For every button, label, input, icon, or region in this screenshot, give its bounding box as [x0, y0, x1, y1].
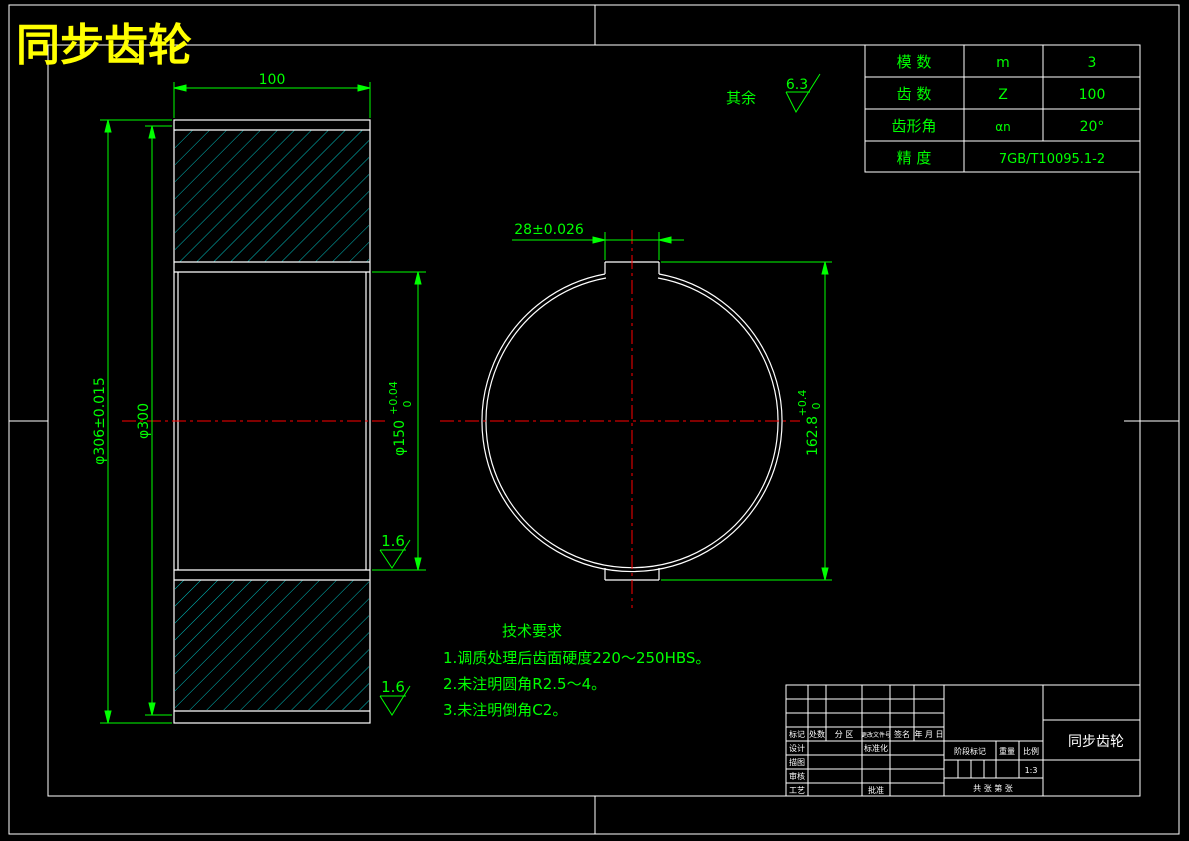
dim-keyway-tol-upper: +0.4 [796, 390, 809, 417]
param-name-0: 模 数 [897, 53, 932, 71]
tech-heading: 技术要求 [502, 622, 562, 640]
gear-end-view: 28±0.026 162.8 +0.4 0 6.3 其余 [440, 73, 832, 608]
param-value-2: 20° [1080, 119, 1105, 135]
param-symbol-0: m [996, 55, 1010, 71]
tb-approve-label: 批准 [868, 785, 884, 795]
tb-label-count: 处数 [809, 729, 825, 739]
tech-requirements: 技术要求 1.调质处理后齿面硬度220～250HBS。 2.未注明圆角R2.5～… [443, 622, 710, 719]
title-block: 标记 处数 分 区 更改文件号 签名 年 月 日 设计 描图 审核 工艺 标准化… [785, 684, 1141, 797]
dim-keyway-depth: 162.8 [805, 416, 821, 456]
tb-scale-label: 比例 [1023, 746, 1039, 756]
dim-bore-diameter: φ150 [392, 420, 408, 456]
tb-label-sign: 签名 [894, 729, 910, 739]
tb-label-zone: 分 区 [835, 730, 854, 739]
tb-role-draw: 描图 [789, 757, 805, 767]
param-name-2: 齿形角 [891, 117, 936, 135]
hatch-lower [175, 580, 369, 710]
drawing-title: 同步齿轮 [16, 20, 192, 71]
hatch-upper [175, 130, 369, 262]
tb-role-design: 设计 [789, 743, 805, 753]
param-value-1: 100 [1079, 87, 1106, 103]
param-table: 模 数 m 3 齿 数 Z 100 齿形角 αn 20° 精 度 7GB/T10… [864, 44, 1141, 173]
roughness-bore: 1.6 [381, 532, 405, 550]
tb-weight-label: 重量 [999, 746, 1015, 756]
param-name-1: 齿 数 [897, 85, 932, 103]
tech-item-1: 1.调质处理后齿面硬度220～250HBS。 [443, 649, 710, 667]
param-name-3: 精 度 [897, 149, 932, 167]
tech-item-3: 3.未注明倒角C2。 [443, 701, 567, 719]
dim-outer-diameter: φ306±0.015 [92, 377, 108, 465]
roughness-rest-label: 其余 [726, 89, 756, 107]
tb-std-label: 标准化 [864, 743, 888, 753]
dim-width: 100 [259, 72, 286, 88]
tb-label-doc: 更改文件号 [861, 731, 891, 739]
tb-role-process: 工艺 [789, 786, 805, 795]
tb-stage-label: 阶段标记 [954, 746, 986, 756]
roughness-face: 1.6 [381, 678, 405, 696]
tb-part-name: 同步齿轮 [1068, 734, 1124, 750]
dim-root-diameter: φ300 [136, 403, 152, 439]
dim-keyway-tol-lower: 0 [810, 403, 823, 410]
tb-role-check: 审核 [789, 771, 805, 781]
tb-label-mark: 标记 [789, 729, 805, 739]
tech-item-2: 2.未注明圆角R2.5～4。 [443, 675, 606, 693]
dim-bore-tol-lower: 0 [401, 401, 414, 408]
param-value-3: 7GB/T10095.1-2 [999, 152, 1105, 167]
param-value-0: 3 [1088, 55, 1097, 71]
param-symbol-2: αn [995, 120, 1011, 134]
gear-section-view: 100 φ306±0.015 φ300 φ150 +0.04 0 1.6 1.6 [92, 72, 426, 724]
roughness-rest-value: 6.3 [786, 77, 808, 93]
param-symbol-1: Z [998, 87, 1008, 103]
dim-bore-tol-upper: +0.04 [387, 381, 400, 415]
drawing-frame [8, 4, 1180, 835]
tb-scale-value: 1:3 [1025, 766, 1038, 775]
tb-sheet-label: 共 张 第 张 [973, 783, 1013, 793]
dim-keyway-width: 28±0.026 [514, 222, 584, 238]
tb-label-date: 年 月 日 [914, 729, 943, 739]
